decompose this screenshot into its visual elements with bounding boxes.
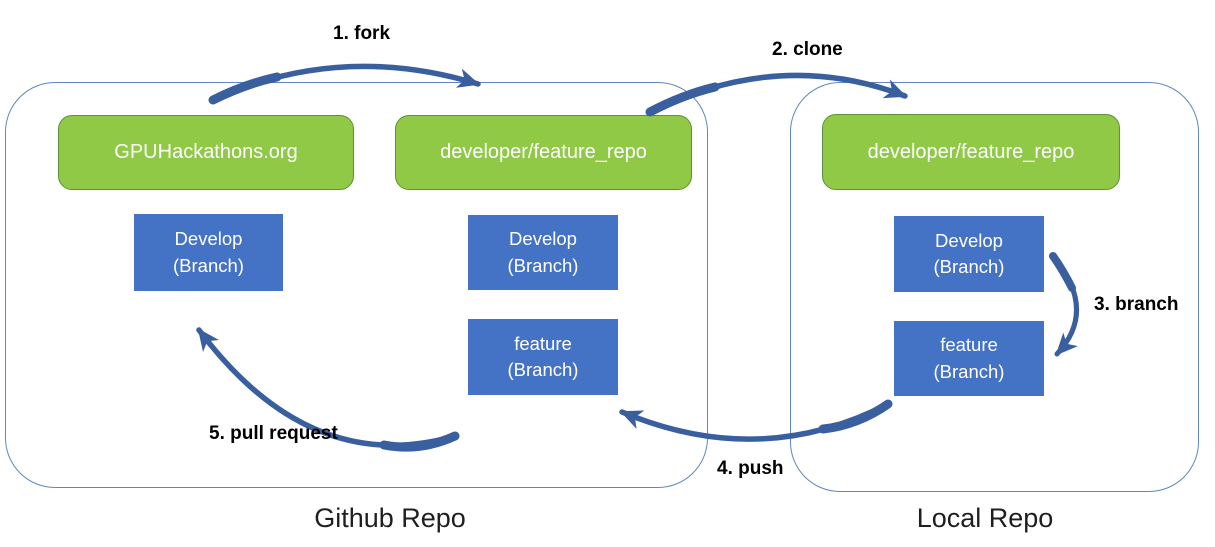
github-developer-feature-repo-box: developer/feature_repo: [395, 115, 692, 190]
clone-step-label: 2. clone: [772, 39, 843, 60]
branch-box-line2: (Branch): [507, 359, 579, 380]
local-developer-feature-repo-box: developer/feature_repo: [822, 114, 1120, 190]
branch-box-line1: feature: [940, 334, 998, 356]
github-origin-develop-branch-box: Develop (Branch): [134, 214, 283, 291]
branch-box-line2: (Branch): [933, 256, 1005, 277]
branch-step-label: 3. branch: [1094, 294, 1179, 315]
branch-box-line2: (Branch): [173, 254, 244, 276]
branch-box-line1: feature: [514, 332, 572, 354]
pull-request-step-label: 5. pull request: [209, 423, 338, 444]
repo-box-label: GPUHackathons.org: [114, 141, 298, 163]
local-develop-branch-box: Develop (Branch): [894, 216, 1044, 292]
repo-box-label: developer/feature_repo: [440, 141, 647, 163]
local-feature-branch-box: feature (Branch): [894, 321, 1044, 396]
branch-box-line1: Develop: [509, 228, 577, 250]
local-repo-container: [790, 82, 1199, 492]
github-repo-title: Github Repo: [314, 503, 466, 533]
repo-box-label: developer/feature_repo: [867, 140, 1075, 163]
fork-step-label: 1. fork: [333, 23, 391, 44]
branch-box-line1: Develop: [935, 229, 1003, 251]
branch-box-line1: Develop: [174, 228, 243, 250]
local-repo-title: Local Repo: [916, 503, 1054, 533]
push-step-label: 4. push: [717, 458, 784, 479]
branch-box-line2: (Branch): [933, 360, 1005, 382]
branch-box-line2: (Branch): [507, 254, 579, 276]
github-fork-feature-branch-box: feature (Branch): [468, 319, 618, 395]
github-fork-develop-branch-box: Develop (Branch): [468, 215, 618, 290]
gpuhackathons-org-box: GPUHackathons.org: [58, 115, 354, 190]
